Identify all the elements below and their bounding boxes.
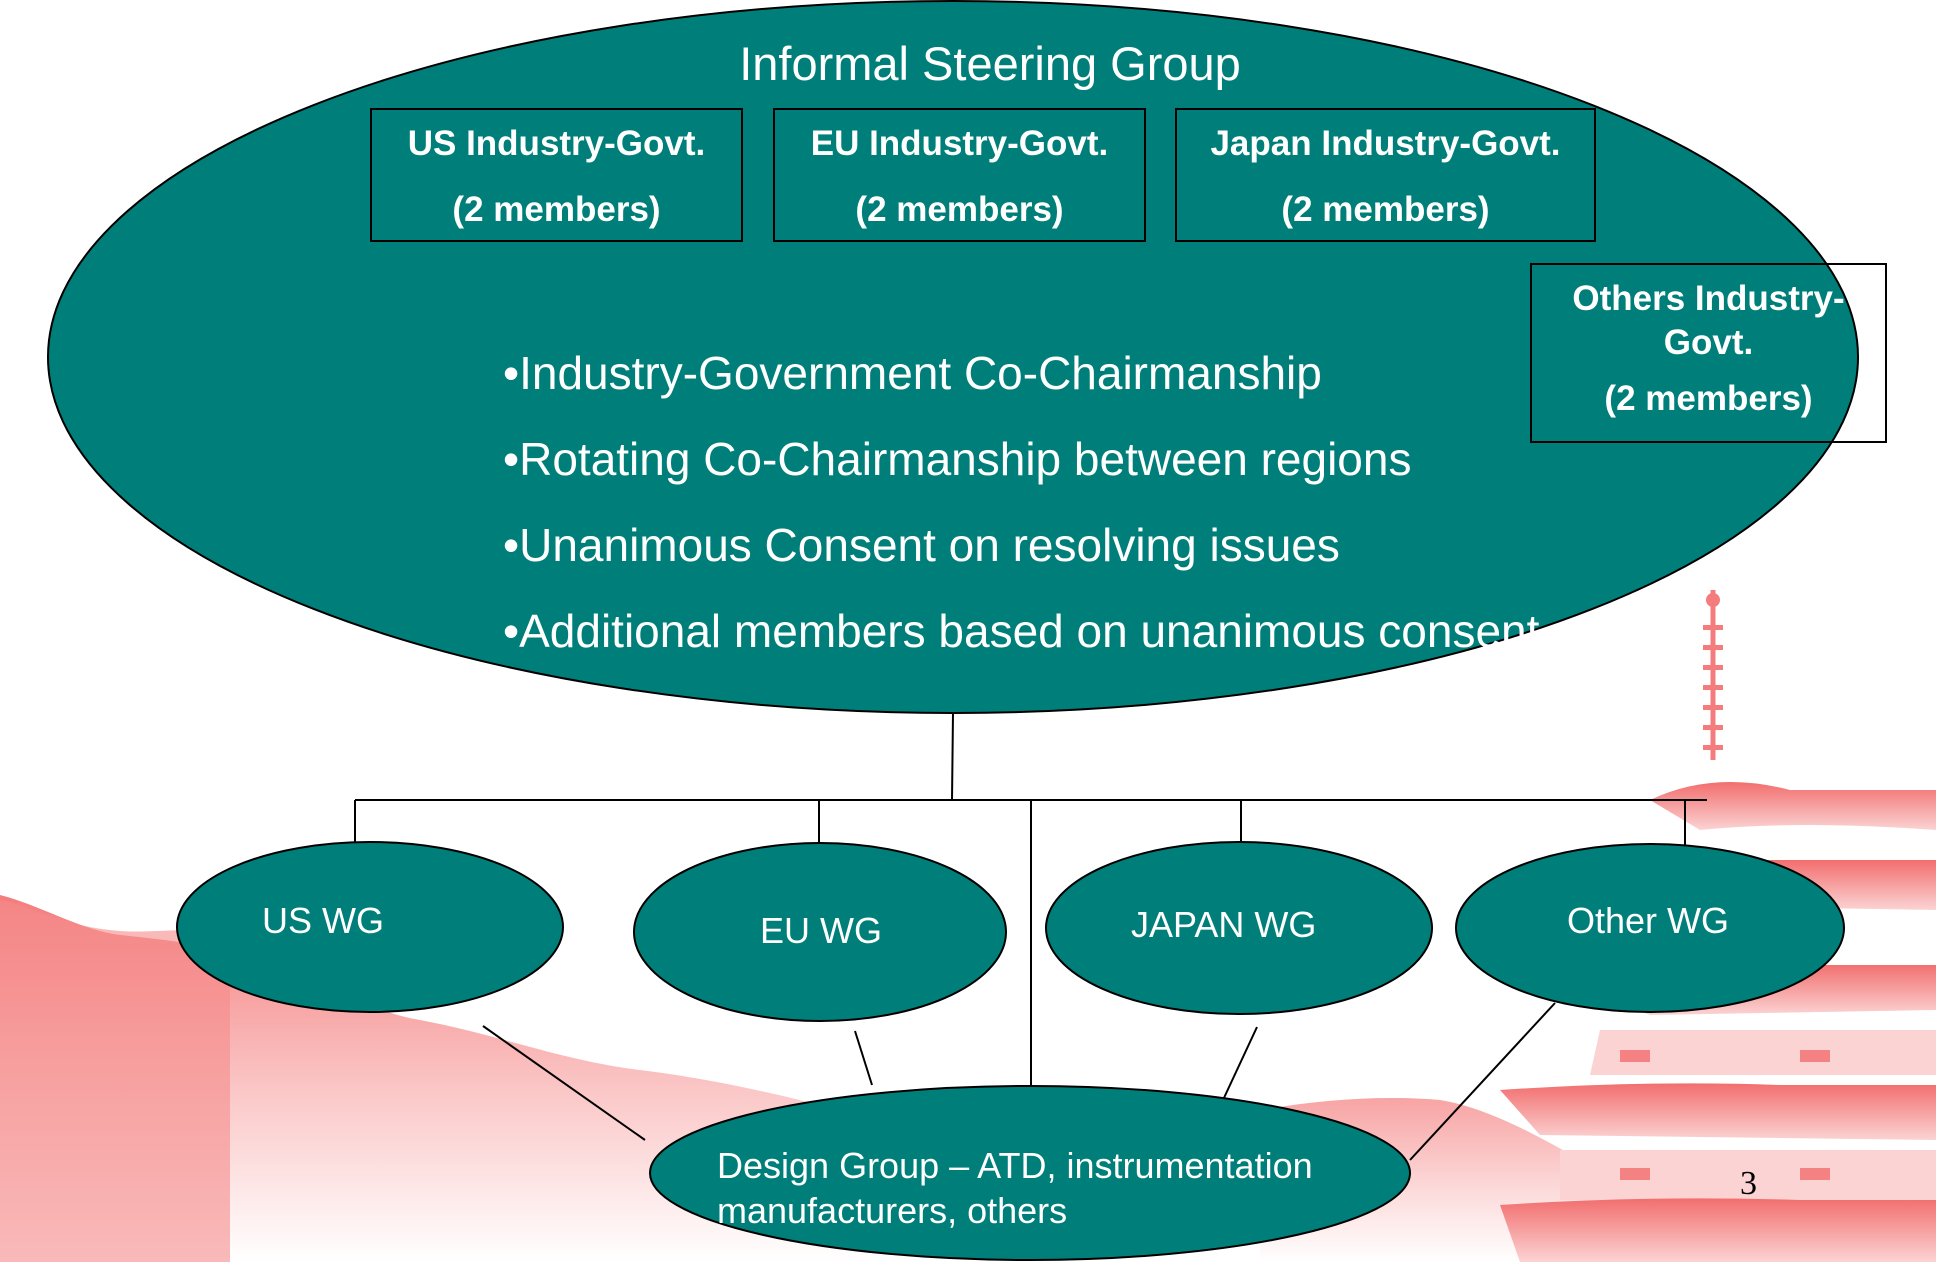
member-box-us-count: (2 members) (452, 190, 661, 229)
member-box-us-name: US Industry-Govt. (407, 124, 706, 163)
connector-lines (354, 712, 1707, 1161)
connector-trunk (951, 712, 954, 801)
design-group-ellipse (649, 1085, 1411, 1261)
connector-us-to-design (482, 1025, 646, 1141)
steering-group-title: Informal Steering Group (739, 37, 1241, 90)
other-wg-label: Other WG (1567, 900, 1730, 941)
member-box-japan: Japan Industry-Govt. (2 members) (1175, 108, 1596, 242)
member-box-eu-count: (2 members) (855, 190, 1064, 229)
member-box-japan-count: (2 members) (1281, 190, 1490, 229)
slide-number: 3 (1740, 1165, 1757, 1202)
us-wg-ellipse (176, 841, 564, 1013)
japan-wg-ellipse (1045, 841, 1433, 1015)
member-box-others-count: (2 members) (1604, 379, 1813, 418)
connector-other-to-design (1409, 1002, 1556, 1161)
steering-group-ellipse (47, 0, 1859, 714)
japan-wg-label: JAPAN WG (1131, 904, 1317, 945)
mountain-ridge-icon (0, 900, 230, 1262)
member-box-eu: EU Industry-Govt. (2 members) (773, 108, 1146, 242)
member-box-others-name: Others Industry-Govt. (1572, 279, 1845, 362)
member-box-others: Others Industry-Govt. (2 members) (1530, 263, 1887, 443)
principle-item: •Additional members based on unanimous c… (503, 605, 1540, 657)
connector-japan-to-design (1222, 1026, 1258, 1101)
principle-item: •Rotating Co-Chairmanship between region… (503, 433, 1412, 485)
eu-wg-ellipse (633, 842, 1007, 1022)
us-wg-label: US WG (262, 900, 384, 941)
design-group-label: Design Group – ATD, instrumentation manu… (717, 1143, 1417, 1233)
principle-item: •Unanimous Consent on resolving issues (503, 519, 1340, 571)
principles-list: •Industry-Government Co-Chairmanship •Ro… (503, 330, 1539, 674)
design-group-line2: manufacturers, others (717, 1190, 1068, 1231)
design-group-line1: Design Group – ATD, instrumentation (717, 1145, 1313, 1186)
principle-item: •Industry-Government Co-Chairmanship (503, 347, 1322, 399)
member-box-us: US Industry-Govt. (2 members) (370, 108, 743, 242)
other-wg-ellipse (1455, 843, 1845, 1013)
member-box-japan-name: Japan Industry-Govt. (1210, 124, 1561, 163)
eu-wg-label: EU WG (760, 910, 882, 951)
connector-eu-to-design (854, 1030, 873, 1086)
member-box-eu-name: EU Industry-Govt. (810, 124, 1109, 163)
